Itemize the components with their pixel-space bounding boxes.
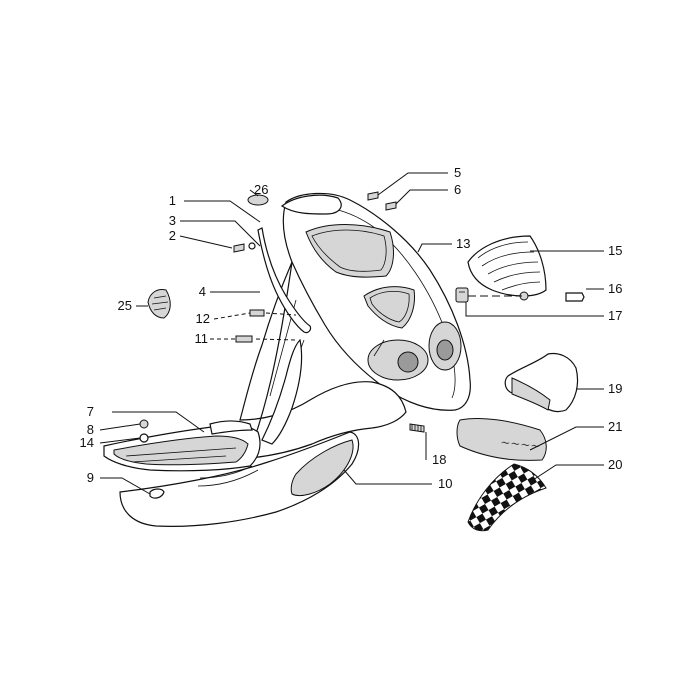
screw-8-part	[139, 419, 149, 429]
leader-1	[184, 200, 261, 223]
callout-12: 12	[196, 311, 210, 326]
bracket-part	[504, 352, 579, 413]
callout-9: 9	[87, 470, 94, 485]
screw-6-part	[385, 201, 397, 211]
callout-18: 18	[432, 452, 446, 467]
leader-lines	[99, 172, 604, 495]
decal-21-part: ~~~~	[456, 418, 547, 461]
callout-15: 15	[608, 243, 622, 258]
leader-13	[417, 243, 452, 253]
clip-part	[455, 287, 469, 303]
leader-9	[100, 477, 151, 495]
callout-20: 20	[608, 457, 622, 472]
callout-19: 19	[608, 381, 622, 396]
screw-16-part	[519, 291, 585, 302]
screw-5-part	[367, 191, 379, 201]
leader-17	[465, 302, 604, 317]
callout-3: 3	[169, 213, 176, 228]
callout-17: 17	[608, 308, 622, 323]
leader-12	[213, 312, 297, 320]
leader-11	[210, 338, 297, 341]
grille-part	[467, 235, 547, 297]
callout-labels: 1 2 3 4 5 6 7 8 9 10 11 12 13 14 15 16 1…	[80, 165, 623, 491]
leader-10	[343, 469, 432, 485]
callout-5: 5	[454, 165, 461, 180]
callout-11: 11	[195, 331, 209, 346]
leader-2	[179, 235, 233, 249]
leader-8	[99, 423, 141, 431]
leader-21	[529, 426, 604, 451]
cap-part	[247, 194, 269, 206]
screw-11-part	[235, 335, 253, 343]
callout-6: 6	[454, 182, 461, 197]
leader-3	[180, 220, 261, 247]
checkered-decal-part	[467, 463, 547, 532]
front-shield-part	[239, 192, 471, 459]
leader-7	[112, 411, 205, 433]
callout-2: 2	[169, 228, 176, 243]
seal-strip-part	[257, 227, 312, 334]
leader-20	[529, 464, 604, 483]
washer-14-part	[139, 433, 149, 443]
callout-13: 13	[456, 236, 470, 251]
vent-part	[147, 289, 171, 319]
leader-26	[249, 189, 259, 197]
floor-panel-part	[119, 431, 360, 527]
callout-4: 4	[199, 284, 206, 299]
callout-8: 8	[87, 422, 94, 437]
screw-2-part	[233, 242, 256, 253]
leader-5	[377, 172, 448, 196]
floor-step-part	[103, 420, 261, 472]
callout-26: 26	[254, 182, 268, 197]
decal-script-mark: ~~~~	[500, 435, 541, 453]
callout-14: 14	[80, 435, 94, 450]
callout-7: 7	[87, 404, 94, 419]
stud-part	[409, 423, 425, 433]
screw-12-part	[249, 309, 265, 317]
callout-1: 1	[169, 193, 176, 208]
callout-21: 21	[608, 419, 622, 434]
leader-6	[395, 189, 448, 205]
callout-16: 16	[608, 281, 622, 296]
callout-10: 10	[438, 476, 452, 491]
leader-14	[99, 437, 141, 444]
callout-25: 25	[118, 298, 132, 313]
